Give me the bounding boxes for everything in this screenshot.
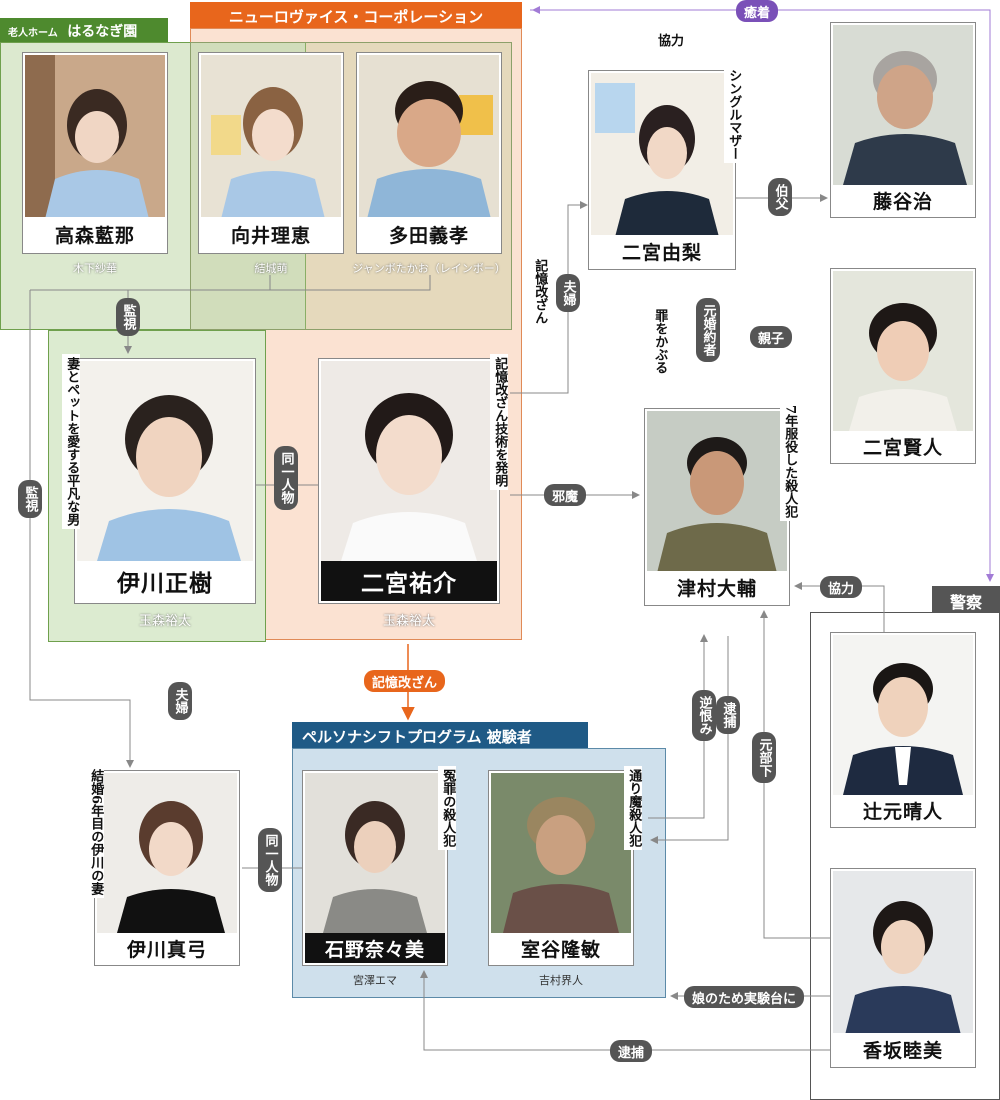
name-tsujimoto: 辻元晴人 xyxy=(833,795,973,825)
rel-motokonyaku: 元婚約者 xyxy=(696,298,720,362)
rel-fuufu-2: 夫婦 xyxy=(168,682,192,720)
card-tada: 多田義孝 xyxy=(356,52,502,254)
portrait-fujitani xyxy=(833,25,973,185)
group-label-neuro: ニューロヴァイス・コーポレーション xyxy=(190,2,522,28)
name-muroya: 室谷隆敏 xyxy=(491,933,631,963)
rel-musume: 娘のため実験台に xyxy=(684,986,805,1008)
name-fujitani: 藤谷治 xyxy=(833,185,973,215)
rel-douitsu-1: 同一人物 xyxy=(274,446,298,510)
name-tsumura: 津村大輔 xyxy=(647,571,787,603)
rel-kanshi-1: 監視 xyxy=(116,298,140,336)
rel-kioku-kaizan-h: 記憶改ざん xyxy=(364,670,446,692)
portrait-muroya xyxy=(491,773,631,933)
rel-tsumi: 罪をかぶる xyxy=(650,306,669,377)
portrait-ninomiya-kento xyxy=(833,271,973,431)
rel-taiho-2: 逮捕 xyxy=(610,1040,653,1062)
portrait-ninomiya-yuri xyxy=(591,73,733,237)
rel-yuchaku: 癒着 xyxy=(736,0,779,22)
group-label-persona: ペルソナシフトプログラム 被験者 xyxy=(292,722,588,748)
actor-muroya: 吉村界人 xyxy=(539,974,583,987)
rel-kyoryoku-police: 協力 xyxy=(820,576,863,598)
name-ninomiya-yuri: 二宮由梨 xyxy=(591,235,733,267)
card-tsumura: 津村大輔 xyxy=(644,408,790,606)
rel-kioku-kaizan-v: 記憶改ざん xyxy=(530,256,549,327)
portrait-mukai xyxy=(201,55,341,219)
actor-igawa-masaki: 玉森裕太 xyxy=(138,614,191,629)
rel-douitsu-2: 同一人物 xyxy=(258,828,282,892)
rel-kyoryoku-top: 協力 xyxy=(658,34,685,49)
actor-ninomiya-yusuke: 玉森裕太 xyxy=(382,614,435,629)
note-ishino: 冤罪の殺人犯 xyxy=(438,766,457,850)
rel-sakaurami: 逆恨み xyxy=(692,690,716,741)
group-label-harunagi-prefix: 老人ホーム xyxy=(8,28,58,39)
note-tsumura: 7年服役した殺人犯 xyxy=(780,402,799,522)
portrait-tsumura xyxy=(647,411,787,573)
portrait-igawa-masaki xyxy=(77,361,253,561)
name-ninomiya-kento: 二宮賢人 xyxy=(833,431,973,461)
portrait-ishino xyxy=(305,773,445,933)
note-igawa-mayumi: 結婚6年目の伊川の妻 xyxy=(86,766,105,899)
note-igawa-masaki: 妻とペットを愛する平凡な男 xyxy=(62,354,81,529)
rel-motobuka: 元部下 xyxy=(752,732,776,783)
portrait-kosaka xyxy=(833,871,973,1035)
portrait-takamori xyxy=(25,55,165,219)
note-ninomiya-yusuke: 記憶改ざん技術を発明 xyxy=(490,354,509,490)
rel-jama: 邪魔 xyxy=(544,484,587,506)
rel-oyako: 親子 xyxy=(750,326,793,348)
rel-taiho-1: 逮捕 xyxy=(716,696,740,734)
actor-ishino: 宮澤エマ xyxy=(353,974,397,987)
card-muroya: 室谷隆敏 xyxy=(488,770,634,966)
portrait-ninomiya-yusuke xyxy=(321,361,497,561)
card-takamori: 高森藍那 xyxy=(22,52,168,254)
card-ninomiya-kento: 二宮賢人 xyxy=(830,268,976,464)
group-label-harunagi-name: はるなぎ園 xyxy=(67,24,138,40)
card-fujitani: 藤谷治 xyxy=(830,22,976,218)
rel-fuufu-1: 夫婦 xyxy=(556,274,580,312)
card-igawa-masaki: 伊川正樹 xyxy=(74,358,256,604)
card-ninomiya-yusuke: 二宮祐介 xyxy=(318,358,500,604)
name-ninomiya-yusuke: 二宮祐介 xyxy=(321,561,497,601)
rel-hakufu: 伯父 xyxy=(768,178,792,216)
actor-tada: ジャンボたかお（レインボー） xyxy=(352,262,506,275)
card-kosaka: 香坂睦美 xyxy=(830,868,976,1068)
card-tsujimoto: 辻元晴人 xyxy=(830,632,976,828)
name-igawa-mayumi: 伊川真弓 xyxy=(97,933,237,963)
card-mukai: 向井理恵 xyxy=(198,52,344,254)
card-ishino: 石野奈々美 xyxy=(302,770,448,966)
actor-takamori: 木下紗華 xyxy=(73,262,117,275)
portrait-igawa-mayumi xyxy=(97,773,237,933)
rel-kanshi-2: 監視 xyxy=(18,480,42,518)
group-label-police: 警察 xyxy=(932,586,1000,612)
name-kosaka: 香坂睦美 xyxy=(833,1033,973,1065)
portrait-tada xyxy=(359,55,499,219)
group-label-harunagi: 老人ホーム はるなぎ園 xyxy=(0,18,168,42)
name-takamori: 高森藍那 xyxy=(25,217,165,251)
note-muroya: 通り魔殺人犯 xyxy=(624,766,643,850)
card-igawa-mayumi: 伊川真弓 xyxy=(94,770,240,966)
name-igawa-masaki: 伊川正樹 xyxy=(77,561,253,601)
portrait-tsujimoto xyxy=(833,635,973,795)
name-mukai: 向井理恵 xyxy=(201,217,341,251)
actor-mukai: 結城萌 xyxy=(254,262,288,275)
name-tada: 多田義孝 xyxy=(359,217,499,251)
note-ninomiya-yuri: シングルマザー xyxy=(724,66,743,163)
name-ishino: 石野奈々美 xyxy=(305,933,445,963)
card-ninomiya-yuri: 二宮由梨 xyxy=(588,70,736,270)
